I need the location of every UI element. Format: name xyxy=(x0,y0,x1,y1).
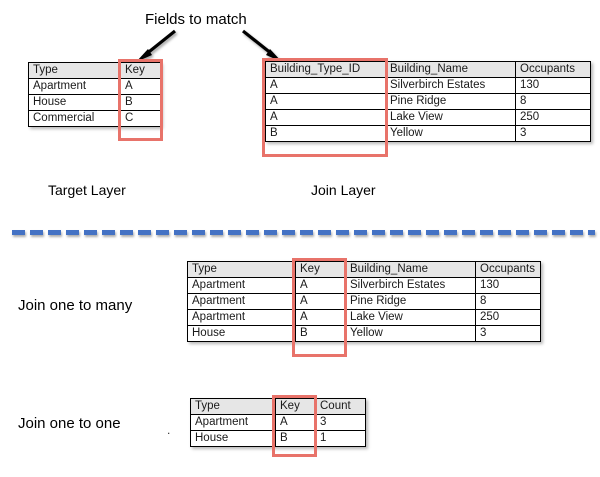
column-header-type: Type xyxy=(187,261,296,278)
cell-building-name: Silverbirch Estates xyxy=(345,277,476,294)
cell-occupants: 250 xyxy=(475,309,541,326)
cell-key: C xyxy=(120,110,161,127)
column-header-count: Count xyxy=(315,398,366,415)
table-row: Apartment A Pine Ridge 8 xyxy=(187,293,541,310)
cell-building-name: Lake View xyxy=(345,309,476,326)
column-header-building-type-id: Building_Type_ID xyxy=(265,61,386,78)
column-header-key: Key xyxy=(275,398,316,415)
cell-type: House xyxy=(28,94,121,111)
cell-building-name: Pine Ridge xyxy=(385,93,516,110)
cell-building-name: Lake View xyxy=(385,109,516,126)
arrow-to-join-key-icon xyxy=(242,29,282,62)
table-row: A Silverbirch Estates 130 xyxy=(265,77,591,94)
cell-key: B xyxy=(295,325,346,342)
cell-type: Apartment xyxy=(187,293,296,310)
cell-type: Apartment xyxy=(28,78,121,95)
cell-key: A xyxy=(295,293,346,310)
column-header-type: Type xyxy=(190,398,276,415)
table-header-row: Type Key xyxy=(28,62,161,79)
table-row: Apartment A Silverbirch Estates 130 xyxy=(187,277,541,294)
cell-key: B xyxy=(275,430,316,447)
cell-building-name: Pine Ridge xyxy=(345,293,476,310)
column-header-key: Key xyxy=(295,261,346,278)
cell-type: House xyxy=(190,430,276,447)
column-header-key: Key xyxy=(120,62,161,79)
cell-occupants: 250 xyxy=(515,109,591,126)
cell-building-type-id: A xyxy=(265,77,386,94)
table-row: House B Yellow 3 xyxy=(187,325,541,342)
table-row: Apartment A xyxy=(28,78,161,95)
cell-building-type-id: B xyxy=(265,125,386,142)
cell-building-name: Yellow xyxy=(345,325,476,342)
table-header-row: Type Key Count xyxy=(190,398,366,415)
table-row: House B 1 xyxy=(190,430,366,447)
cell-type: Commercial xyxy=(28,110,121,127)
cell-building-name: Yellow xyxy=(385,125,516,142)
cell-type: House xyxy=(187,325,296,342)
cell-count: 1 xyxy=(315,430,366,447)
cell-key: A xyxy=(295,277,346,294)
cell-occupants: 8 xyxy=(515,93,591,110)
table-row: Apartment A Lake View 250 xyxy=(187,309,541,326)
column-header-building-name: Building_Name xyxy=(345,261,476,278)
column-header-occupants: Occupants xyxy=(515,61,591,78)
target-layer-label: Target Layer xyxy=(48,182,126,198)
join-layer-label: Join Layer xyxy=(311,182,376,198)
cell-building-name: Silverbirch Estates xyxy=(385,77,516,94)
table-row: A Lake View 250 xyxy=(265,109,591,126)
cell-type: Apartment xyxy=(187,309,296,326)
column-header-building-name: Building_Name xyxy=(385,61,516,78)
table-row: Apartment A 3 xyxy=(190,414,366,431)
cell-type: Apartment xyxy=(187,277,296,294)
cell-key: B xyxy=(120,94,161,111)
cell-occupants: 3 xyxy=(515,125,591,142)
cell-occupants: 130 xyxy=(475,277,541,294)
cell-building-type-id: A xyxy=(265,93,386,110)
section-divider xyxy=(12,230,595,235)
table-row: B Yellow 3 xyxy=(265,125,591,142)
join-layer-table: Building_Type_ID Building_Name Occupants… xyxy=(265,61,591,142)
table-row: House B xyxy=(28,94,161,111)
cell-occupants: 8 xyxy=(475,293,541,310)
join-one-to-many-table: Type Key Building_Name Occupants Apartme… xyxy=(187,261,541,342)
cell-building-type-id: A xyxy=(265,109,386,126)
cell-occupants: 130 xyxy=(515,77,591,94)
cell-key: A xyxy=(275,414,316,431)
cell-key: A xyxy=(120,78,161,95)
table-header-row: Type Key Building_Name Occupants xyxy=(187,261,541,278)
join-one-to-many-label: Join one to many xyxy=(18,297,133,314)
join-one-to-one-label: Join one to one xyxy=(18,415,121,432)
stray-dot: . xyxy=(167,423,171,437)
column-header-occupants: Occupants xyxy=(475,261,541,278)
table-row: A Pine Ridge 8 xyxy=(265,93,591,110)
diagram-title: Fields to match xyxy=(145,11,247,28)
table-header-row: Building_Type_ID Building_Name Occupants xyxy=(265,61,591,78)
cell-key: A xyxy=(295,309,346,326)
cell-occupants: 3 xyxy=(475,325,541,342)
cell-type: Apartment xyxy=(190,414,276,431)
target-layer-table: Type Key Apartment A House B Commercial … xyxy=(28,62,161,127)
cell-count: 3 xyxy=(315,414,366,431)
column-header-type: Type xyxy=(28,62,121,79)
join-one-to-one-table: Type Key Count Apartment A 3 House B 1 xyxy=(190,398,366,447)
table-row: Commercial C xyxy=(28,110,161,127)
arrow-to-target-key-icon xyxy=(136,29,176,62)
